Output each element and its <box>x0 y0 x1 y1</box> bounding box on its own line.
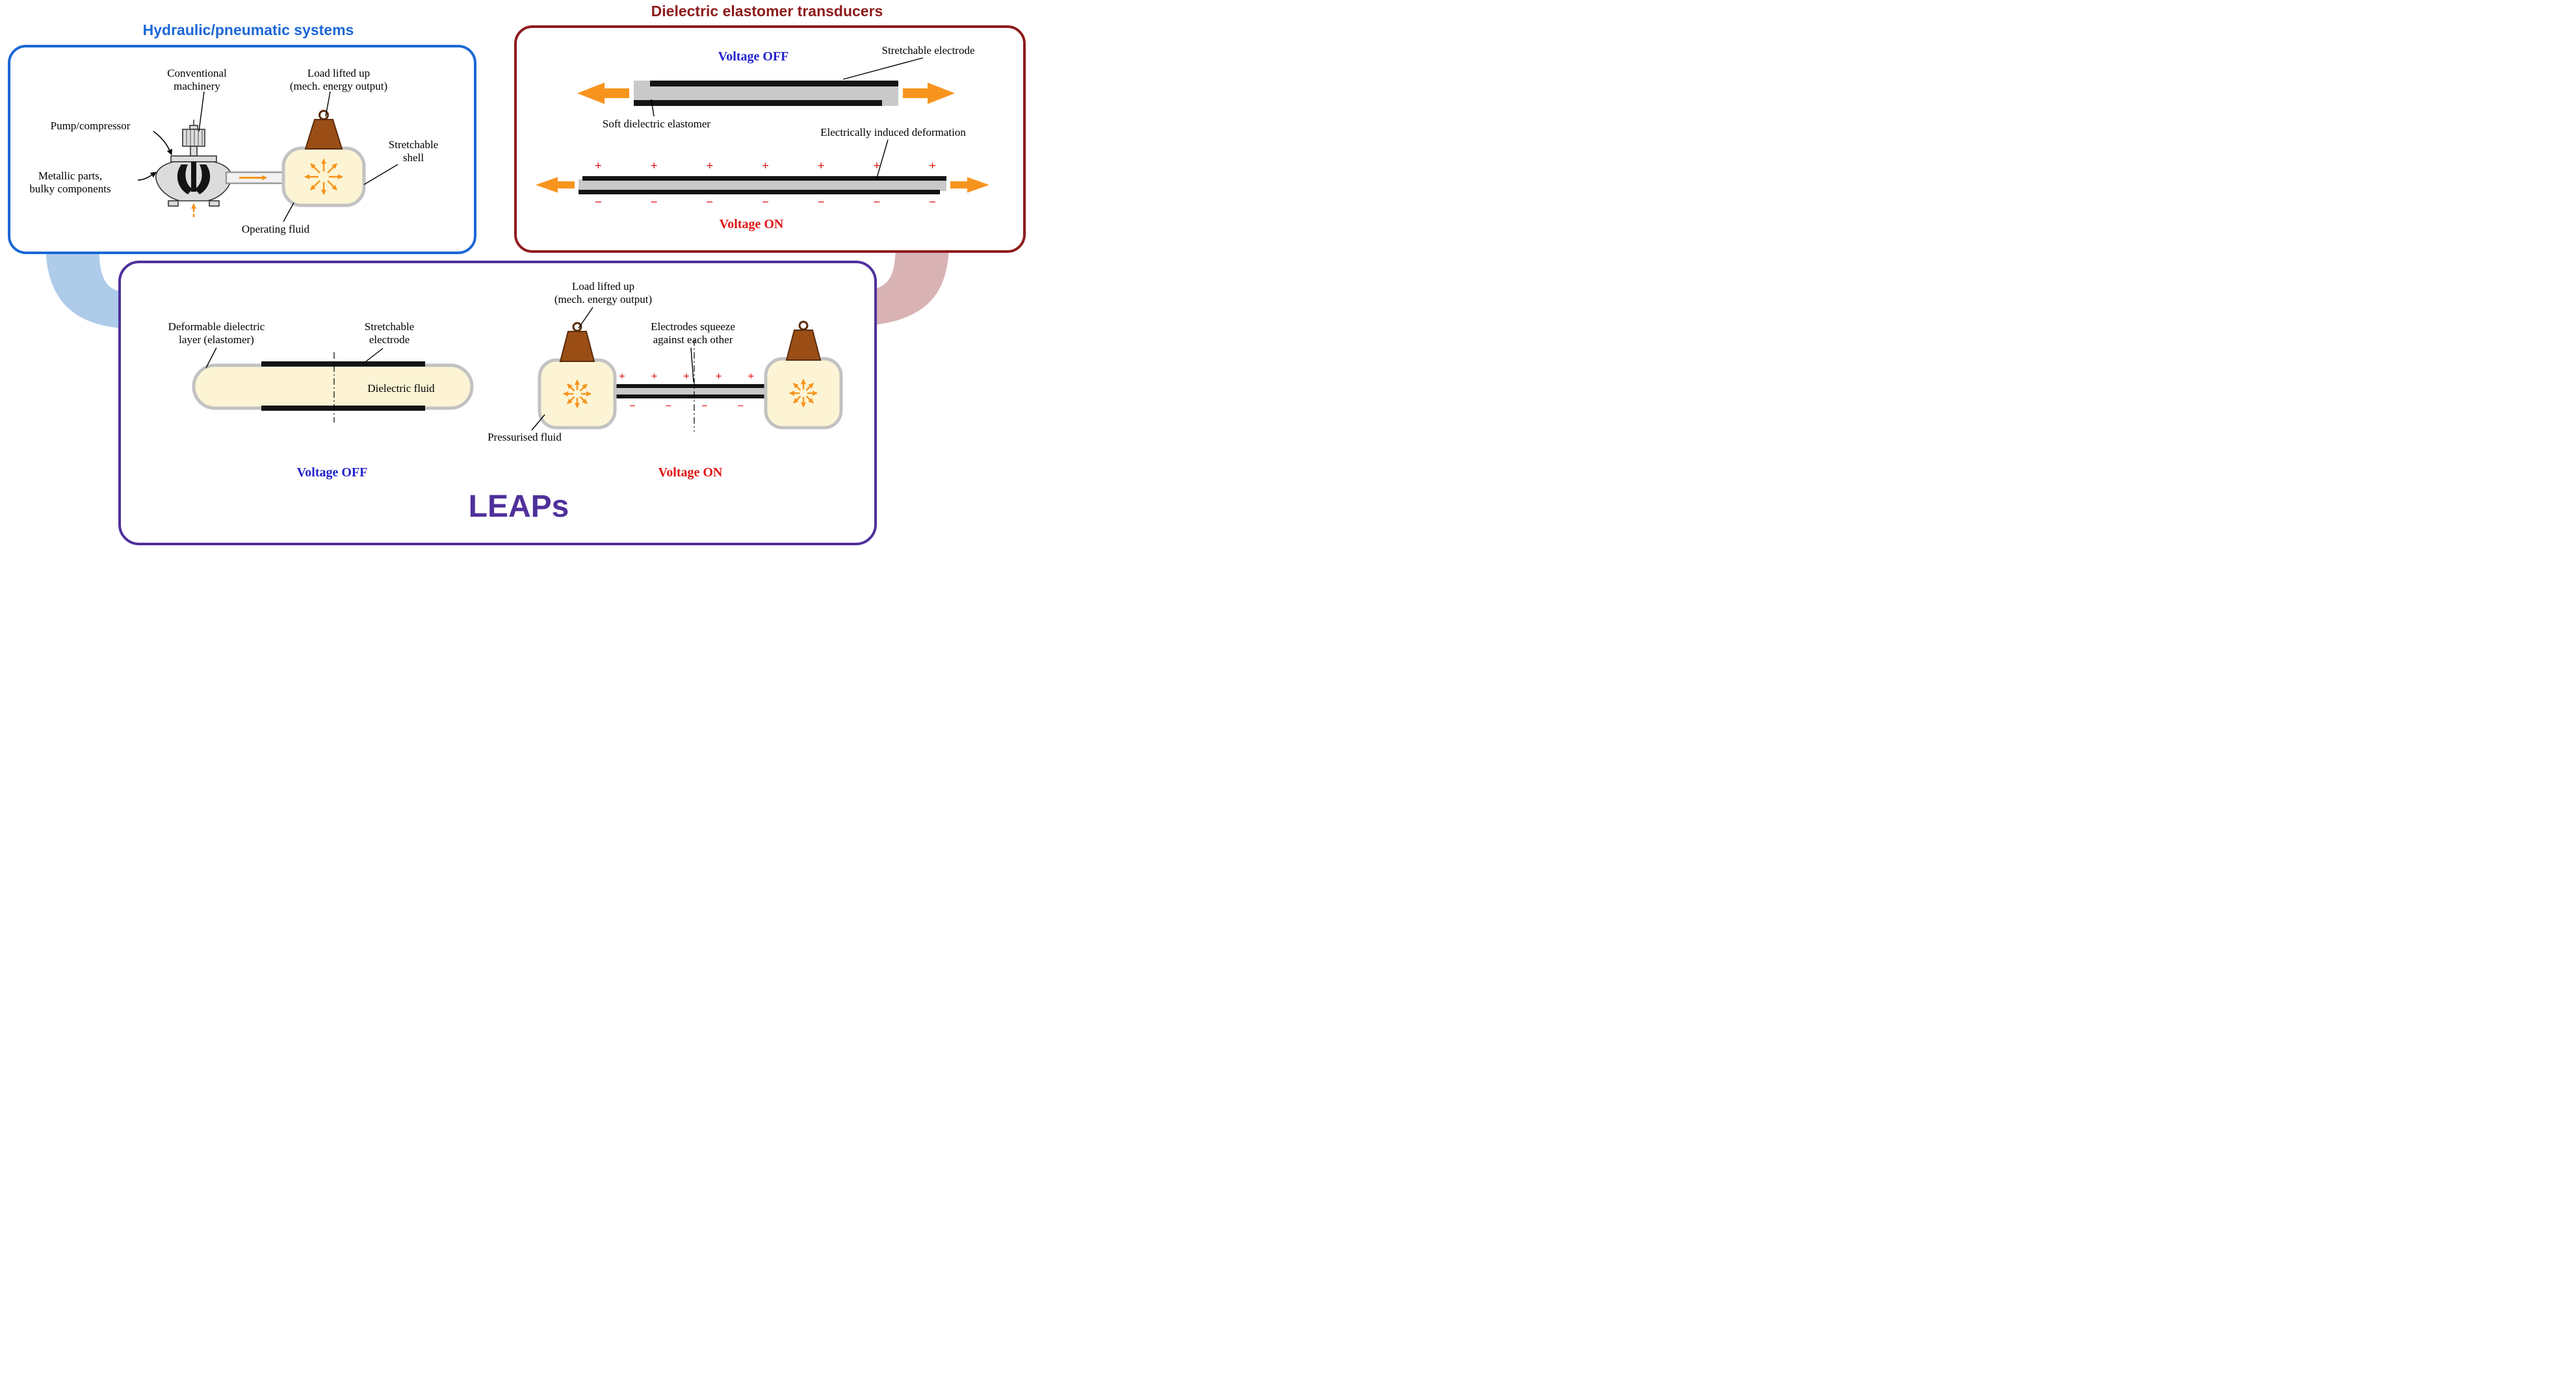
det-voltage-on-label: Voltage ON <box>719 217 784 231</box>
minus-symbol: − <box>762 196 769 209</box>
leaps-minus-row: − − − − <box>629 400 744 411</box>
plus-symbol: + <box>651 370 658 382</box>
label-metallic-parts: Metallic parts, bulky components <box>29 170 111 196</box>
leaps-voltage-off-label: Voltage OFF <box>296 465 368 480</box>
plus-symbol: + <box>929 159 936 173</box>
minus-symbol: − <box>873 196 881 209</box>
hydraulic-to-leaps-ribbon <box>46 242 122 328</box>
label-electrodes-squeeze: Electrodes squeeze against each other <box>651 320 735 346</box>
plus-symbol: + <box>619 370 625 382</box>
leaps-plus-row: + + + + + <box>619 370 754 382</box>
minus-symbol: − <box>665 400 672 412</box>
minus-symbol: − <box>929 196 936 209</box>
plus-symbol: + <box>706 159 714 173</box>
plus-symbol: + <box>817 159 825 173</box>
label-stretchable-shell: Stretchable shell <box>388 138 439 164</box>
det-voltage-off-label: Voltage OFF <box>718 49 789 64</box>
minus-symbol: − <box>650 196 658 209</box>
hydraulic-panel <box>8 45 476 254</box>
dielectric-transducers-panel <box>514 25 1026 253</box>
label-load-lifted: Load lifted up (mech. energy output) <box>289 67 388 93</box>
hydraulic-panel-title: Hydraulic/pneumatic systems <box>142 21 354 38</box>
det-minus-row: − − − − − − − <box>595 196 936 209</box>
det-panel-title: Dielectric elastomer transducers <box>651 3 883 19</box>
plus-symbol: + <box>715 370 722 382</box>
minus-symbol: − <box>595 196 602 209</box>
det-plus-row: + + + + + + + <box>595 160 936 172</box>
label-soft-dielectric: Soft dielectric elastomer <box>602 118 711 130</box>
det-to-leaps-ribbon <box>868 242 949 326</box>
label-induced-deformation: Electrically induced deformation <box>820 126 966 138</box>
leaps-voltage-on-label: Voltage ON <box>658 465 723 480</box>
leaps-panel-title: LEAPs <box>468 489 569 524</box>
label-stretchable-electrode: Stretchable electrode <box>881 44 975 57</box>
plus-symbol: + <box>873 159 881 173</box>
label-pressurised-fluid: Pressurised fluid <box>488 431 562 443</box>
label-leap-load-lifted: Load lifted up (mech. energy output) <box>554 280 653 306</box>
label-operating-fluid: Operating fluid <box>241 223 310 235</box>
label-deformable-layer: Deformable dielectric layer (elastomer) <box>168 320 265 346</box>
plus-symbol: + <box>595 159 602 173</box>
minus-symbol: − <box>706 196 714 209</box>
minus-symbol: − <box>817 196 825 209</box>
plus-symbol: + <box>650 159 658 173</box>
minus-symbol: − <box>737 400 744 412</box>
plus-symbol: + <box>748 370 754 382</box>
plus-symbol: + <box>683 370 690 382</box>
label-leap-stretchable-electrode: Stretchable electrode <box>364 320 415 346</box>
minus-symbol: − <box>629 400 636 412</box>
diagram-canvas: Hydraulic/pneumatic systems Conventional… <box>0 0 1030 554</box>
label-conventional-machinery: Conventional machinery <box>167 67 227 93</box>
label-pump-compressor: Pump/compressor <box>50 120 131 132</box>
minus-symbol: − <box>701 400 708 412</box>
label-dielectric-fluid: Dielectric fluid <box>367 382 435 395</box>
plus-symbol: + <box>762 159 769 173</box>
